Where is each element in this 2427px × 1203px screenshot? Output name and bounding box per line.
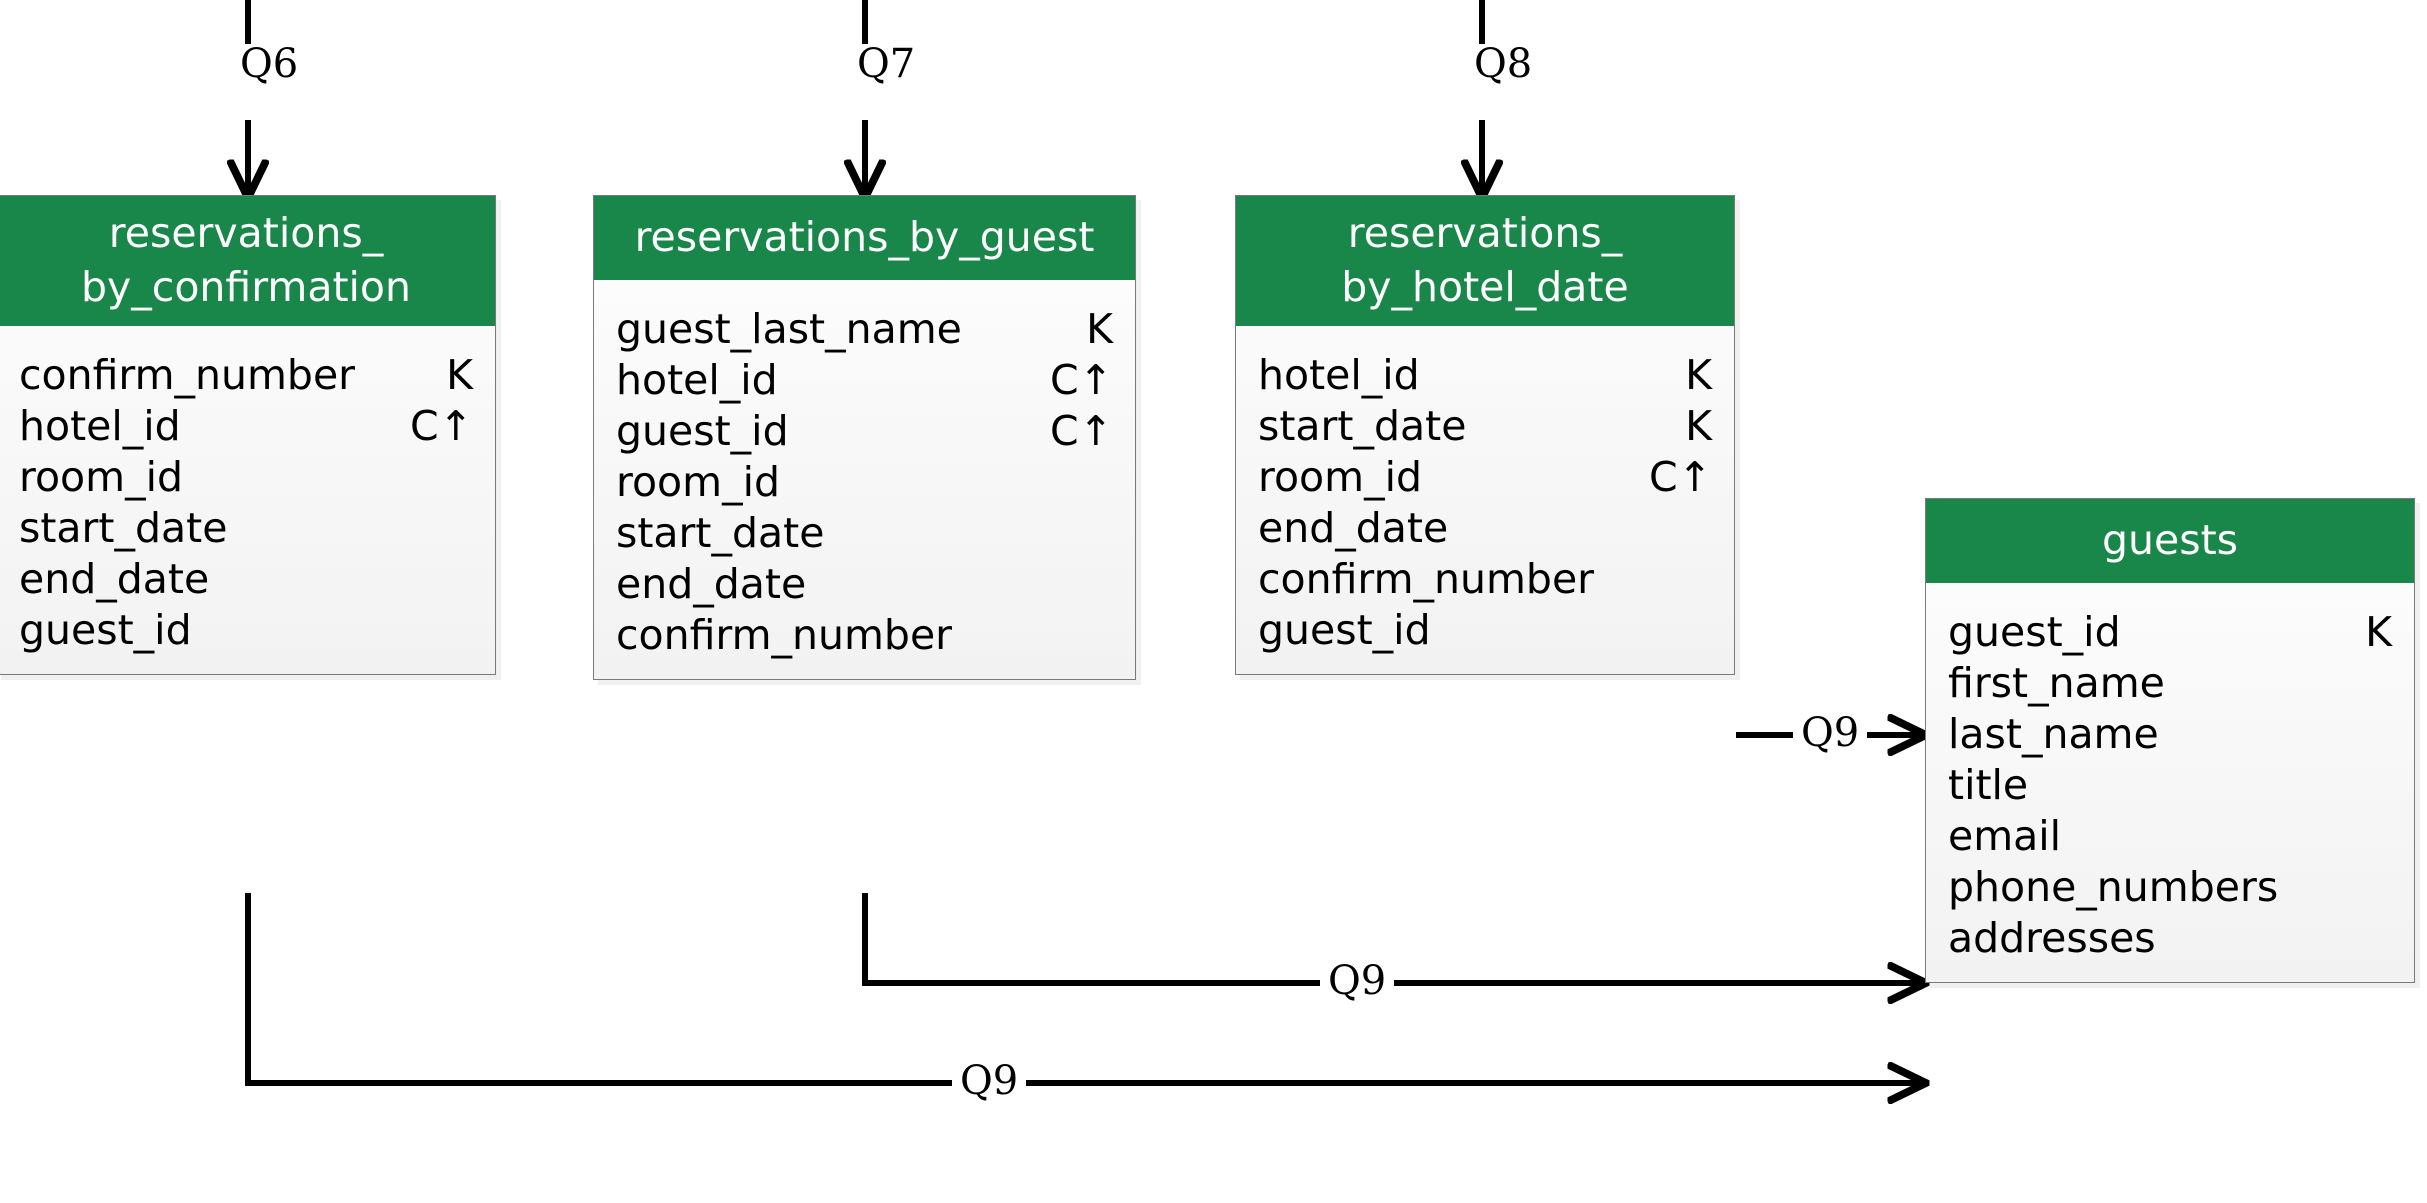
- field-name: confirm_number: [19, 351, 356, 400]
- table-fields: hotel_id K start_date K room_id C↑ end_d…: [1236, 326, 1734, 674]
- table-row: room_id: [594, 457, 1135, 508]
- field-key: C↑: [410, 402, 473, 451]
- table-row: guest_id: [1236, 605, 1734, 656]
- table-row: hotel_id C↑: [594, 355, 1135, 406]
- table-row: hotel_id K: [1236, 350, 1734, 401]
- field-name: room_id: [616, 458, 780, 507]
- field-name: guest_id: [1948, 608, 2121, 657]
- field-name: title: [1948, 761, 2029, 810]
- edge-label-q8: Q8: [1466, 44, 1541, 84]
- edge-label-q9-guest: Q9: [1320, 961, 1395, 1001]
- table-row: start_date K: [1236, 401, 1734, 452]
- table-row: confirm_number: [1236, 554, 1734, 605]
- field-name: phone_numbers: [1948, 863, 2279, 912]
- table-row: end_date: [594, 559, 1135, 610]
- field-name: confirm_number: [1258, 555, 1595, 604]
- table-guests[interactable]: guests guest_id K first_name last_name t…: [1925, 498, 2415, 984]
- field-name: end_date: [616, 560, 807, 609]
- table-row: guest_last_name K: [594, 304, 1135, 355]
- table-row: email: [1926, 811, 2414, 862]
- field-name: start_date: [19, 504, 228, 553]
- field-name: last_name: [1948, 710, 2159, 759]
- field-name: guest_id: [19, 606, 192, 655]
- table-row: guest_id C↑: [594, 406, 1135, 457]
- table-title: reservations_ by_confirmation: [0, 196, 495, 327]
- field-name: hotel_id: [19, 402, 181, 451]
- field-name: email: [1948, 812, 2062, 861]
- table-row: hotel_id C↑: [0, 401, 495, 452]
- table-row: last_name: [1926, 709, 2414, 760]
- field-name: end_date: [19, 555, 210, 604]
- table-row: title: [1926, 760, 2414, 811]
- field-name: room_id: [1258, 453, 1422, 502]
- field-name: hotel_id: [1258, 351, 1420, 400]
- field-name: first_name: [1948, 659, 2165, 708]
- table-row: end_date: [1236, 503, 1734, 554]
- table-reservations-by-confirmation[interactable]: reservations_ by_confirmation confirm_nu…: [0, 195, 496, 676]
- table-fields: confirm_number K hotel_id C↑ room_id sta…: [0, 326, 495, 674]
- table-row: room_id C↑: [1236, 452, 1734, 503]
- edge-q9-confirmation: [245, 893, 1920, 1083]
- field-name: guest_last_name: [616, 305, 962, 354]
- field-key: K: [446, 351, 473, 400]
- table-reservations-by-guest[interactable]: reservations_by_guest guest_last_name K …: [593, 195, 1136, 681]
- table-title: reservations_by_guest: [594, 196, 1135, 281]
- field-name: room_id: [19, 453, 183, 502]
- field-name: addresses: [1948, 914, 2156, 963]
- field-name: guest_id: [616, 407, 789, 456]
- table-row: end_date: [0, 554, 495, 605]
- edge-label-q9-hotel-date: Q9: [1793, 713, 1868, 753]
- table-row: room_id: [0, 452, 495, 503]
- field-key: K: [2365, 608, 2392, 657]
- table-fields: guest_id K first_name last_name title em…: [1926, 583, 2414, 982]
- table-row: confirm_number: [594, 610, 1135, 661]
- table-row: start_date: [0, 503, 495, 554]
- table-row: guest_id K: [1926, 607, 2414, 658]
- field-name: hotel_id: [616, 356, 778, 405]
- field-key: C↑: [1050, 356, 1113, 405]
- table-row: start_date: [594, 508, 1135, 559]
- table-row: confirm_number K: [0, 350, 495, 401]
- field-name: guest_id: [1258, 606, 1431, 655]
- table-row: phone_numbers: [1926, 862, 2414, 913]
- field-key: K: [1086, 305, 1113, 354]
- table-row: first_name: [1926, 658, 2414, 709]
- field-key: K: [1685, 351, 1712, 400]
- field-key: C↑: [1649, 453, 1712, 502]
- table-reservations-by-hotel-date[interactable]: reservations_ by_hotel_date hotel_id K s…: [1235, 195, 1735, 676]
- edge-label-q6: Q6: [232, 44, 307, 84]
- field-key: K: [1685, 402, 1712, 451]
- table-row: guest_id: [0, 605, 495, 656]
- field-name: confirm_number: [616, 611, 953, 660]
- edge-label-q9-confirmation: Q9: [952, 1061, 1027, 1101]
- table-fields: guest_last_name K hotel_id C↑ guest_id C…: [594, 280, 1135, 679]
- table-title: guests: [1926, 499, 2414, 584]
- field-name: start_date: [1258, 402, 1467, 451]
- field-name: start_date: [616, 509, 825, 558]
- field-key: C↑: [1050, 407, 1113, 456]
- table-title: reservations_ by_hotel_date: [1236, 196, 1734, 327]
- edge-label-q7: Q7: [849, 44, 924, 84]
- field-name: end_date: [1258, 504, 1449, 553]
- table-row: addresses: [1926, 913, 2414, 964]
